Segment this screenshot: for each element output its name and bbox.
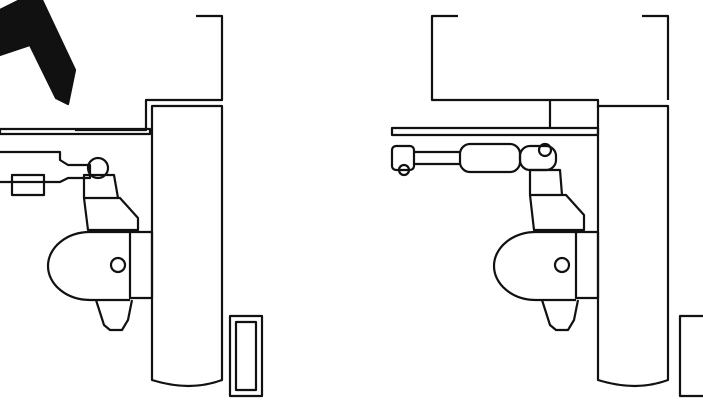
right-cone: [540, 299, 580, 332]
right-arm-end: [390, 144, 416, 172]
right-pin-hole: [553, 256, 571, 274]
left-shank-block: [128, 230, 154, 300]
left-mounting-plate: [0, 127, 152, 136]
left-joint: [86, 156, 110, 180]
right-joint-pin: [537, 142, 553, 158]
right-lower-bracket: [678, 314, 703, 398]
right-ball-mount: [528, 168, 586, 232]
left-lower-bracket: [228, 314, 264, 398]
left-nut: [10, 173, 46, 197]
left-column: [150, 104, 224, 388]
right-figure: [390, 14, 703, 398]
right-upper-housing: [430, 14, 670, 128]
right-arm-pin: [397, 163, 411, 177]
right-damper: [458, 142, 522, 174]
right-hitch-ball: [492, 230, 576, 302]
ink-mark: [0, 0, 77, 106]
left-upper-housing: [75, 14, 224, 132]
right-arm-rod: [414, 150, 460, 166]
right-mounting-plate: [390, 126, 600, 137]
left-arm: [0, 150, 92, 184]
left-cone: [94, 299, 134, 332]
right-column: [596, 104, 670, 388]
right-shank-block: [574, 230, 600, 300]
left-ball-mount: [82, 173, 140, 232]
left-pin-hole: [109, 256, 127, 274]
left-hitch-ball: [46, 230, 130, 302]
left-bracket-inner: [234, 320, 258, 392]
left-figure: [0, 14, 264, 398]
